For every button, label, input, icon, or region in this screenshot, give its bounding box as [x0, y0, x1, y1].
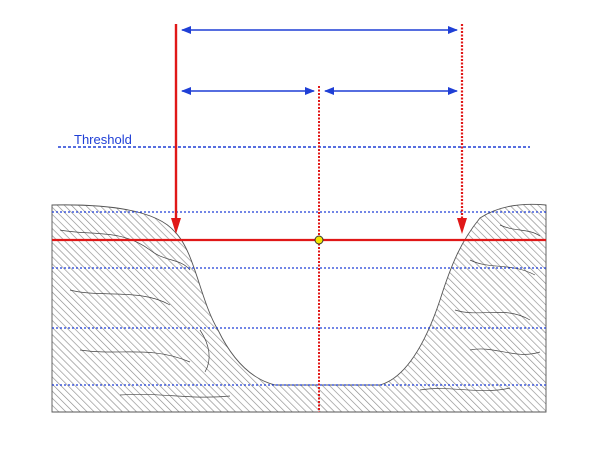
left-edge-arrow: [171, 24, 181, 234]
right-edge-arrow: [457, 24, 467, 234]
texture-marks: [59, 224, 541, 398]
threshold-label: Threshold: [74, 132, 132, 147]
hatched-surface-profile: [51, 203, 547, 413]
center-point: [314, 235, 324, 245]
